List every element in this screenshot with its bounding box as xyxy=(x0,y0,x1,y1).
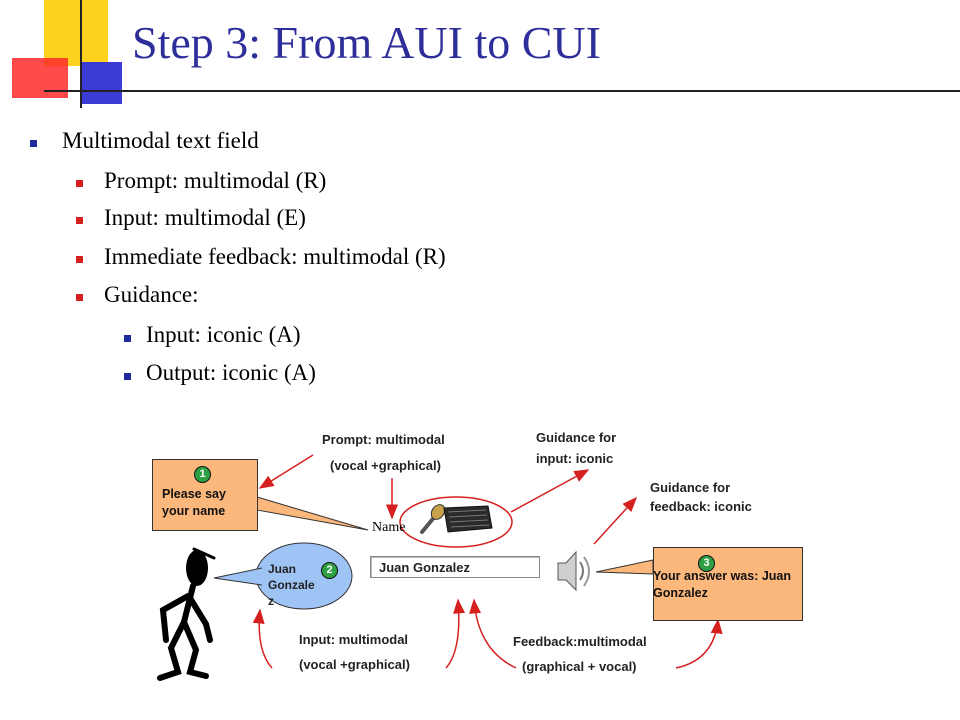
slide-title: Step 3: From AUI to CUI xyxy=(132,17,601,68)
input-label-line2: (vocal +graphical) xyxy=(299,657,410,672)
callout3-text: Your answer was: Juan Gonzalez xyxy=(653,569,792,600)
arrow-feedback-to-field xyxy=(469,598,517,669)
speaker-icon xyxy=(557,550,590,592)
feedback-label-line2: (graphical + vocal) xyxy=(522,659,637,674)
callout3-tail xyxy=(595,559,654,575)
step-badge-3: 3 xyxy=(698,555,715,572)
arrow-input-to-bubble xyxy=(252,608,273,669)
step-badge-2: 2 xyxy=(321,562,338,579)
bullet-marker xyxy=(124,335,131,342)
arrow-input-to-field xyxy=(445,598,466,669)
callout1-text: Please say your name xyxy=(162,487,226,518)
bullet-guidance: Guidance: xyxy=(104,282,199,307)
title-decoration-blue xyxy=(80,62,122,104)
bullet-guidance-output: Output: iconic (A) xyxy=(146,360,316,385)
bullet-multimodal-text-field: Multimodal text field xyxy=(62,128,259,153)
guidance-feedback-line2: feedback: iconic xyxy=(650,499,752,514)
bullet-marker xyxy=(76,180,83,187)
title-decoration-line xyxy=(80,0,82,108)
feedback-label-line1: Feedback:multimodal xyxy=(513,634,647,649)
bullet-marker xyxy=(76,294,83,301)
callout-prompt: 1 Please say your name xyxy=(152,459,258,531)
callout-feedback: 3 Your answer was: Juan Gonzalez xyxy=(653,547,803,621)
guidance-input-line1: Guidance for xyxy=(536,430,617,445)
arrow-guidance-feedback xyxy=(593,496,638,545)
callout1-tail xyxy=(256,496,369,531)
name-field-label: Name xyxy=(372,520,406,535)
guidance-feedback-line1: Guidance for xyxy=(650,480,731,495)
bullet-guidance-input: Input: iconic (A) xyxy=(146,322,301,347)
bullet-prompt: Prompt: multimodal (R) xyxy=(104,168,327,193)
guidance-input-line2: input: iconic xyxy=(536,451,614,466)
bullet-marker xyxy=(76,256,83,263)
name-text-field[interactable]: Juan Gonzalez xyxy=(370,556,540,578)
title-underline xyxy=(44,90,960,92)
title-decoration-yellow xyxy=(44,0,108,66)
bullet-marker xyxy=(76,217,83,224)
arrow-guidance-input xyxy=(510,469,590,513)
input-label-line1: Input: multimodal xyxy=(299,632,409,647)
speech-bubble-tail xyxy=(214,568,262,585)
arrow-prompt-to-callout1 xyxy=(258,454,314,489)
speech-bubble-text: Juan Gonzale z xyxy=(268,562,315,608)
microphone-icon xyxy=(420,504,446,534)
keyboard-icon xyxy=(443,505,493,533)
guidance-input-oval xyxy=(399,496,513,548)
bullet-marker xyxy=(124,373,131,380)
bullet-marker xyxy=(30,140,37,147)
arrow-feedback-to-callout3 xyxy=(675,618,723,669)
step-badge-1: 1 xyxy=(194,466,211,483)
prompt-label-line2: (vocal +graphical) xyxy=(330,458,441,473)
bullet-input: Input: multimodal (E) xyxy=(104,205,306,230)
bullet-immediate-feedback: Immediate feedback: multimodal (R) xyxy=(104,244,446,269)
prompt-label-line1: Prompt: multimodal xyxy=(322,432,445,447)
stick-figure xyxy=(157,547,216,681)
